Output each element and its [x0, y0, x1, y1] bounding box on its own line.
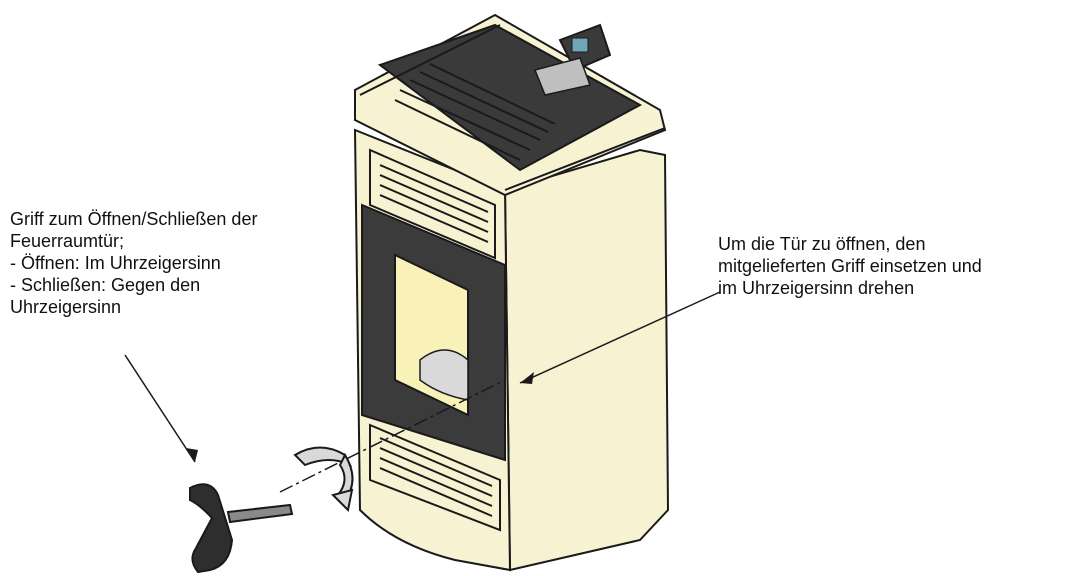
annotation-right-line: Um die Tür zu öffnen, den — [718, 234, 926, 254]
right-leader-arrowhead — [520, 372, 534, 384]
annotation-right-line: im Uhrzeigersinn drehen — [718, 278, 915, 298]
left-leader-line — [124, 354, 196, 463]
annotation-right: Um die Tür zu öffnen, den mitgelieferten… — [718, 233, 1068, 299]
left-leader-arrowhead — [186, 448, 198, 462]
upper-grille — [369, 148, 496, 260]
annotation-left-line: Griff zum Öffnen/Schließen der — [10, 209, 258, 229]
annotation-left-line: Feuerraumtür; — [10, 231, 125, 251]
insertion-line — [279, 379, 506, 493]
stove-top — [354, 13, 667, 197]
t-handle-icon — [189, 483, 294, 574]
control-panel-icon — [533, 23, 612, 96]
right-leader-line — [519, 291, 721, 384]
rotation-arrow-icon — [293, 446, 354, 513]
annotation-left: Griff zum Öffnen/Schließen der Feuerraum… — [10, 208, 340, 318]
firebox-door — [361, 203, 506, 462]
annotation-left-line: - Öffnen: Im Uhrzeigersinn — [10, 253, 221, 273]
lower-grille — [369, 423, 501, 532]
annotation-left-line: - Schließen: Gegen den — [10, 275, 201, 295]
annotation-right-line: mitgelieferten Griff einsetzen und — [718, 256, 982, 276]
annotation-left-line: Uhrzeigersinn — [10, 297, 122, 317]
